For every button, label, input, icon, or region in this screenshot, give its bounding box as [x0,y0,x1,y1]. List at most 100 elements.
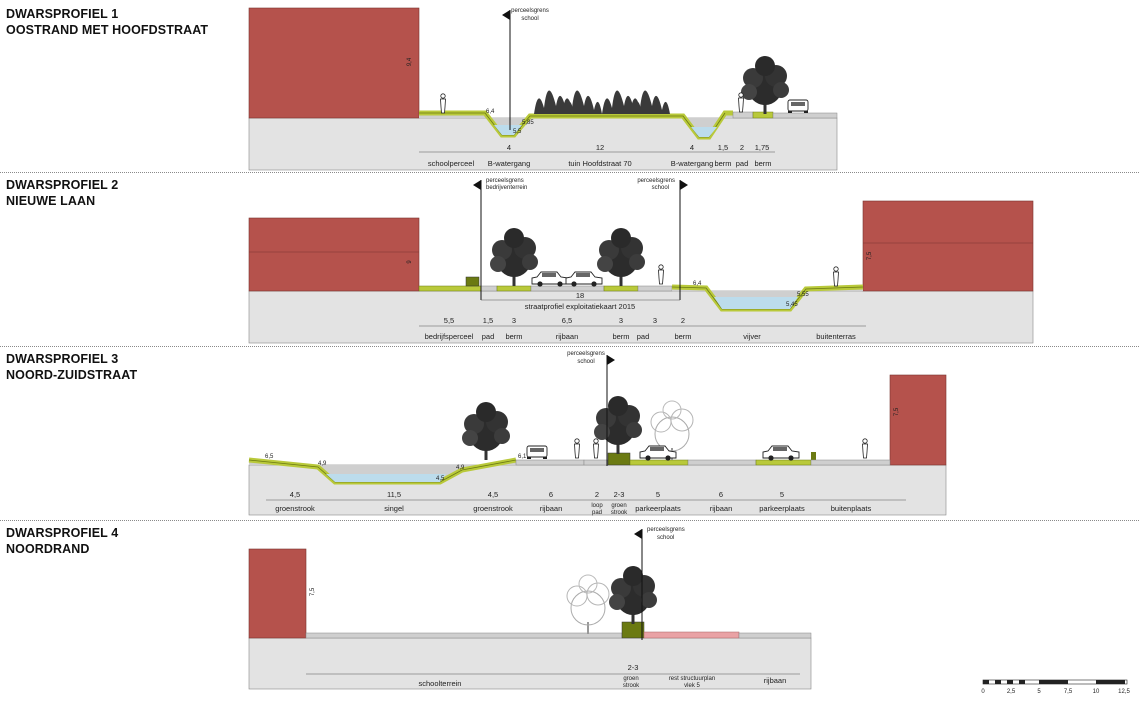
scale-tick-label: 2,5 [1007,689,1016,695]
person-icon [833,266,839,287]
zone-label: loop [591,503,603,509]
zone-label: B-watergang [671,159,714,168]
scale-tick-label: 7,5 [1064,689,1073,695]
flag-label: perceelsgrens [637,178,675,184]
level-label: 6,4 [486,109,495,115]
person-icon [593,438,599,459]
profile-3: 7,5 6,5 4,9 4,5 4,9 6,1 perceelsgrens sc… [248,351,947,516]
school-building [248,548,307,639]
hedge [465,276,480,287]
zone-label: berm [754,159,771,168]
watergang-water [691,127,717,137]
rest-structure-plan-zone [643,631,740,639]
zone-label: parkeerplaats [759,504,805,513]
car-icon [787,99,809,114]
dimension-value: 1,5 [718,143,728,152]
scale-tick-label: 0 [981,689,985,695]
scale-tick-label: 10 [1093,689,1100,695]
profile-4-title-line2: NOORDRAND [6,542,90,556]
flag-icon [607,355,615,365]
dimension-value: 2 [681,316,685,325]
dimension-value: 18 [576,291,584,300]
flag-label: school [657,535,674,541]
profile-1-title: DWARSPROFIEL 1 OOSTRAND MET HOOFDSTRAAT [6,6,208,38]
profile-2-title-line1: DWARSPROFIEL 2 [6,178,119,192]
canal-water [326,474,446,482]
building-height-label: 9,4 [407,57,413,66]
profile-2-title: DWARSPROFIEL 2 NIEUWE LAAN [6,177,118,209]
zone-label: berm [714,159,731,168]
flag-icon [502,10,510,20]
level-label: 6,4 [693,281,702,287]
section-divider [0,172,1139,173]
section-divider [0,346,1139,347]
level-label: 4,5 [436,476,445,482]
zone-label: tuin Hoofdstraat 70 [568,159,631,168]
flag-label: perceelsgrens [647,527,685,533]
dimension-value: 3 [512,316,516,325]
person-icon [862,438,868,459]
level-label: 5,45 [786,302,798,308]
zone-label: vijver [743,332,761,341]
zone-label: buitenplaats [831,504,872,513]
person-icon [738,92,744,113]
profile-4-title: DWARSPROFIEL 4 NOORDRAND [6,525,118,557]
profile-2-title-line2: NIEUWE LAAN [6,194,96,208]
hedge [621,621,645,639]
zone-label: strook [611,510,628,516]
hedge [607,452,631,466]
profile-3-title-line2: NOORD-ZUIDSTRAAT [6,368,138,382]
zone-label: vlek 5 [684,683,700,689]
flag-label: school [521,16,538,22]
tree-icon [594,396,642,454]
road-surface [738,632,812,639]
flag-icon [680,180,688,190]
watergang-water [494,125,522,135]
zone-label: berm [505,332,522,341]
zone-label: rijbaan [556,332,579,341]
scale-tick-label: 12,5 [1118,689,1130,695]
zone-label: groenstrook [473,504,513,513]
school-building [862,200,1034,292]
profile-3-title: DWARSPROFIEL 3 NOORD-ZUIDSTRAAT [6,351,137,383]
zone-label: singel [384,504,404,513]
surface-profile [419,114,837,137]
profile-2: 9 7,5 6,4 5,45 5,55 perceelsgrens bedrij… [248,178,1034,344]
zone-label: rijbaan [540,504,563,513]
dimension-value: 5 [656,490,660,499]
zone-label: schoolperceel [428,159,475,168]
building-height-label: 7,5 [310,587,316,596]
person-icon [574,438,580,459]
pond-water [714,297,798,309]
dimension-value: 2-3 [614,490,625,499]
car-icon [639,445,677,462]
building-height-label: 9 [407,260,413,264]
zone-label: parkeerplaats [635,504,681,513]
flag-label: perceelsgrens [567,351,605,357]
ground-section [248,290,1034,344]
dimension-value: 1,5 [483,316,493,325]
tree-icon [597,228,645,286]
tree-icon [490,228,538,286]
schoolyard-paving [305,632,623,639]
zone-label: pad [736,159,749,168]
school-building [889,374,947,466]
zone-label: rijbaan [764,676,787,685]
zone-label: groen [611,503,626,509]
level-label: 5,55 [797,292,809,298]
zone-label: schoolterrein [419,679,462,688]
tree-icon [741,56,789,114]
dimension-value: 6 [719,490,723,499]
company-building [248,217,420,292]
tree-icon [609,566,657,624]
ground-section [248,637,812,690]
person-icon [658,264,664,285]
zone-label: bedrijfsperceel [425,332,474,341]
level-label: 4,9 [318,461,327,467]
zone-label: strook [623,683,640,689]
flag-icon [634,529,642,539]
section-divider [0,520,1139,521]
dimension-value: 4 [507,143,511,152]
zone-label: straatprofiel exploitatiekaart 2015 [525,302,635,311]
